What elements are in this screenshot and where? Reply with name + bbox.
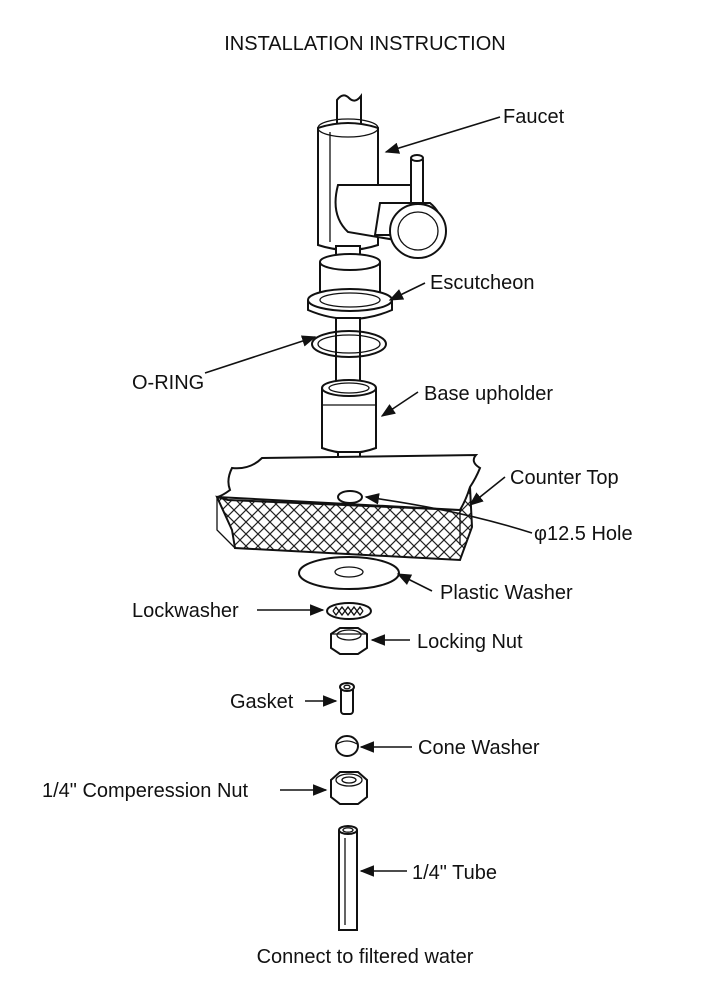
lockwasher-part: [326, 602, 372, 620]
label-faucet: Faucet: [503, 106, 565, 128]
label-o-ring: O-RING: [132, 372, 204, 394]
o-ring-part: [311, 317, 387, 389]
faucet-part: [317, 93, 447, 263]
footer-caption: Connect to filtered water: [257, 946, 474, 968]
escutcheon-leader: [388, 282, 426, 301]
compression-nut-part: [330, 771, 368, 805]
gasket-part: [339, 682, 355, 715]
faucet-leader: [384, 116, 501, 154]
label-cone-washer: Cone Washer: [418, 737, 540, 759]
tube-part: [338, 825, 358, 931]
cone-washer-part: [335, 735, 359, 757]
label-compression-nut: 1/4" Comperession Nut: [42, 780, 249, 802]
label-hole: φ12.5 Hole: [534, 523, 633, 545]
label-lockwasher: Lockwasher: [132, 600, 239, 622]
label-base-upholder: Base upholder: [424, 383, 553, 405]
locking-nut-part: [330, 627, 368, 655]
escutcheon-part: [307, 253, 393, 320]
page-title: INSTALLATION INSTRUCTION: [224, 33, 506, 55]
counter-top-leader: [468, 476, 506, 506]
label-locking-nut: Locking Nut: [417, 631, 523, 653]
label-counter-top: Counter Top: [510, 467, 619, 489]
label-plastic-washer: Plastic Washer: [440, 582, 573, 604]
o-ring-leader: [204, 335, 317, 374]
counter-top-part: [215, 453, 482, 562]
label-gasket: Gasket: [230, 691, 294, 713]
label-escutcheon: Escutcheon: [430, 272, 535, 294]
label-tube: 1/4" Tube: [412, 862, 497, 884]
base-upholder-leader: [380, 391, 419, 417]
plastic-washer-leader: [396, 573, 433, 592]
hole-leader: [364, 493, 533, 534]
plastic-washer-part: [298, 556, 400, 590]
